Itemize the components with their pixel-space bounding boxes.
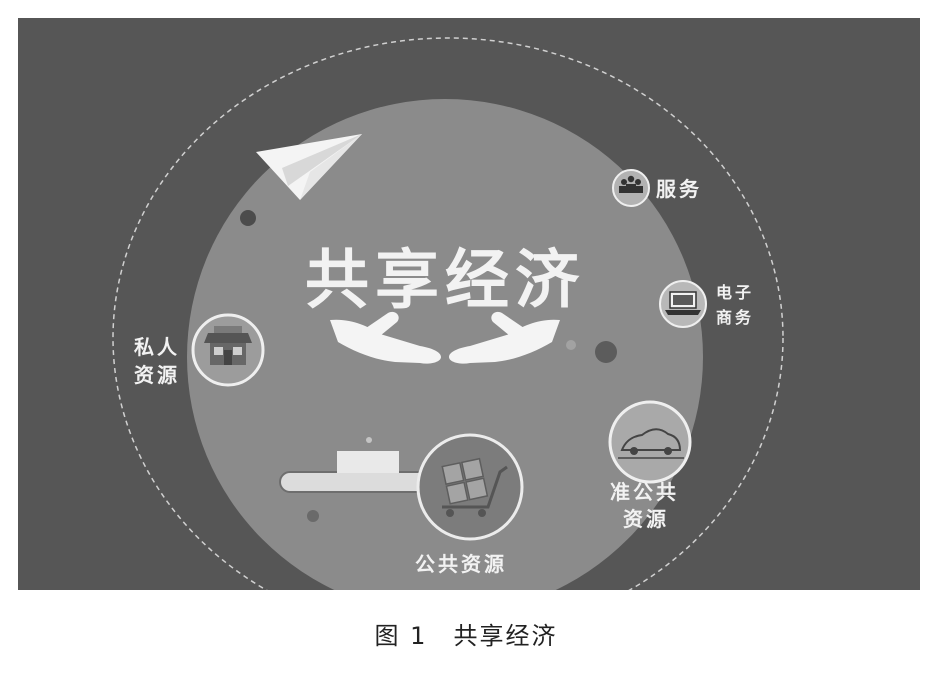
figure-number: 图 1 bbox=[374, 622, 428, 650]
dashed-outer-ring bbox=[112, 37, 784, 590]
node-label: 公共资源 bbox=[415, 552, 507, 576]
node-private-resources: 私人 资源 bbox=[134, 313, 265, 387]
node-label: 服务 bbox=[656, 177, 702, 201]
conveyor-belt bbox=[279, 451, 441, 493]
right-hand-icon bbox=[449, 311, 560, 364]
node-ecommerce: 电子 商务 bbox=[659, 280, 754, 328]
decor-dot bbox=[366, 437, 372, 443]
node-label: 准公共 bbox=[610, 480, 679, 504]
figure-title: 共享经济 bbox=[453, 622, 558, 650]
node-label: 资源 bbox=[134, 363, 180, 387]
people-icon bbox=[619, 175, 643, 193]
inner-circle bbox=[187, 99, 703, 590]
node-quasi-public-resources: 准公共 资源 bbox=[608, 400, 692, 531]
shop-icon bbox=[204, 326, 252, 365]
node-label: 资源 bbox=[623, 507, 669, 531]
node-label: 商务 bbox=[716, 308, 754, 327]
left-hand-icon bbox=[330, 311, 441, 364]
figure-caption: 图 1 共享经济 bbox=[0, 616, 932, 656]
decor-dot bbox=[566, 340, 576, 350]
node-public-resources: 公共资源 bbox=[415, 433, 524, 576]
decor-dot bbox=[595, 341, 617, 363]
shared-economy-diagram: 共享经济 bbox=[18, 18, 920, 590]
node-label: 私人 bbox=[134, 335, 180, 359]
hands-icon bbox=[330, 311, 560, 364]
node-label: 电子 bbox=[716, 283, 754, 302]
laptop-icon bbox=[665, 291, 701, 315]
paper-plane-icon bbox=[256, 134, 362, 200]
cart-icon bbox=[441, 457, 508, 517]
car-icon bbox=[618, 428, 684, 459]
node-service: 服务 bbox=[612, 169, 702, 207]
diagram-title: 共享经济 bbox=[305, 244, 585, 318]
decor-dot bbox=[240, 210, 256, 226]
decor-dot bbox=[307, 510, 319, 522]
